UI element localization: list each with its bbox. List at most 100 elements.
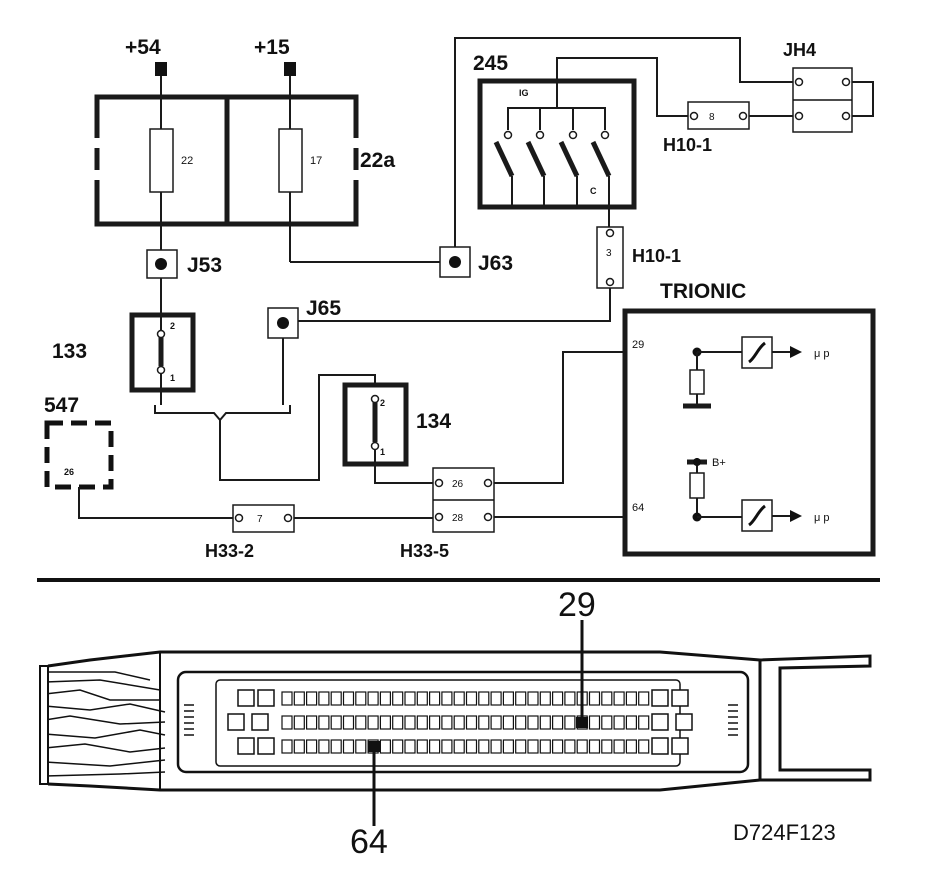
j53-label: J53 [187, 254, 222, 277]
ecu-pin-cell [429, 691, 441, 706]
ecu-pin-cell [551, 691, 564, 706]
ecu-pin-cell [465, 691, 478, 706]
ecu-pin-cell [625, 739, 638, 754]
h33-5-label: H33-5 [400, 541, 449, 561]
connector-h33-5: 26 28 H33-5 [400, 467, 495, 561]
ecu-pin-cell [306, 739, 318, 754]
ecu-pin-cell [478, 739, 490, 754]
ecu-pin-cell [416, 739, 428, 754]
ecu-pin-cell [588, 715, 601, 730]
ecu-pin-cell [601, 691, 613, 706]
component-547-pin: 26 [64, 467, 74, 477]
ecu-pin-cell [293, 739, 305, 754]
connector-j63: J63 [439, 246, 513, 278]
ecu-pin-cell [367, 715, 379, 730]
trionic-mu-p-top: μ p [814, 348, 830, 360]
ecu-pin-cell [416, 691, 428, 706]
trionic-b-plus: B+ [712, 457, 726, 469]
ecu-pin-cell [342, 739, 355, 754]
ecu-pin-cell [638, 691, 650, 706]
connector-h10-1-top: 8 H10-1 [663, 101, 750, 155]
ecu-pin-cell [638, 715, 650, 730]
ecu-pin-cell [330, 739, 342, 754]
ecu-pin-cell [355, 715, 367, 730]
ecu-pin-cell [551, 739, 564, 754]
ecu-pin-cell [330, 715, 342, 730]
ecu-pin-cell [490, 739, 502, 754]
ecu-pin-cell [490, 715, 502, 730]
terminal-15: +15 [254, 36, 296, 76]
trionic-mu-p-bottom: μ p [814, 512, 830, 524]
ecu-pin-cell [527, 739, 539, 754]
component-547-label: 547 [44, 394, 79, 417]
ecu-pin-cell [429, 715, 441, 730]
ecu-pin-cell [367, 691, 379, 706]
ecu-pin-cell [318, 715, 330, 730]
connector-j65: J65 [267, 297, 341, 339]
trionic-ecu: TRIONIC 29 64 μ p B+ μ p [622, 280, 876, 557]
h10-1-top-pin: 8 [709, 112, 715, 123]
ecu-pin-cell [318, 739, 330, 754]
ignition-switch-245: 245 IG C [473, 52, 637, 227]
ecu-pin-cell [539, 691, 551, 706]
ecu-pin-cell [625, 691, 638, 706]
ecu-pin-cell [306, 691, 318, 706]
component-134-label: 134 [416, 410, 451, 433]
ecu-pin-cell [515, 739, 527, 754]
fuse-box-label: 22a [360, 149, 395, 172]
h33-5-pin-b: 28 [452, 513, 464, 524]
ecu-pin-cell [478, 715, 490, 730]
ecu-callout-29: 29 [558, 586, 596, 624]
ecu-pin-cell [453, 739, 465, 754]
ecu-pin-cell [502, 691, 514, 706]
h33-2-label: H33-2 [205, 541, 254, 561]
trionic-pin-29: 29 [632, 339, 644, 351]
ecu-pin-cell [601, 715, 613, 730]
ecu-pin-cell [379, 739, 391, 754]
ecu-pin-cell [613, 691, 625, 706]
component-547: 26 547 [44, 394, 114, 490]
component-133-pin-bottom: 1 [170, 373, 175, 383]
terminal-54: +54 [125, 36, 167, 76]
ecu-pin-cell [576, 739, 588, 754]
trionic-label: TRIONIC [660, 280, 746, 303]
ecu-pin-cell [551, 715, 564, 730]
fuse-17-label: 17 [310, 155, 322, 167]
connector-jh4: JH4 [783, 40, 874, 133]
ecu-pin-cell [465, 715, 478, 730]
ecu-pin-cell [379, 691, 391, 706]
ecu-pin-row-bottom [281, 739, 650, 754]
connector-j53: J53 [146, 249, 222, 279]
ecu-pin-cell [638, 739, 650, 754]
ecu-pin-cell [404, 739, 416, 754]
ecu-pin-cell [281, 739, 293, 754]
ecu-pin-cell [453, 715, 465, 730]
ecu-pin-cell [588, 691, 601, 706]
ecu-pin-cell [490, 691, 502, 706]
ignition-c-label: C [590, 186, 597, 196]
ecu-pin-cell [379, 715, 391, 730]
ecu-pin-cell [392, 739, 404, 754]
ecu-pin-cell [330, 691, 342, 706]
component-134: 2 1 134 [342, 382, 451, 467]
ecu-pin-cell [281, 715, 293, 730]
connector-h10-1-right: 3 H10-1 [596, 226, 681, 289]
ignition-switch-label: 245 [473, 52, 508, 75]
h10-1-right-pin: 3 [606, 248, 612, 259]
ecu-pin-cell [441, 715, 453, 730]
ecu-pin-cell [306, 715, 318, 730]
ecu-pin-cell [564, 715, 576, 730]
ecu-pin-cell [601, 739, 613, 754]
ecu-pin-cell [404, 715, 416, 730]
component-133-label: 133 [52, 340, 87, 363]
j65-label: J65 [306, 297, 341, 320]
ecu-pin-cell [318, 691, 330, 706]
ecu-pin-cell [392, 691, 404, 706]
ecu-pin-29 [576, 717, 588, 728]
ecu-pin-cell [429, 739, 441, 754]
ecu-pin-cell [539, 715, 551, 730]
ecu-pin-cell [564, 691, 576, 706]
h33-5-pin-a: 26 [452, 479, 464, 490]
ecu-pin-cell [527, 715, 539, 730]
